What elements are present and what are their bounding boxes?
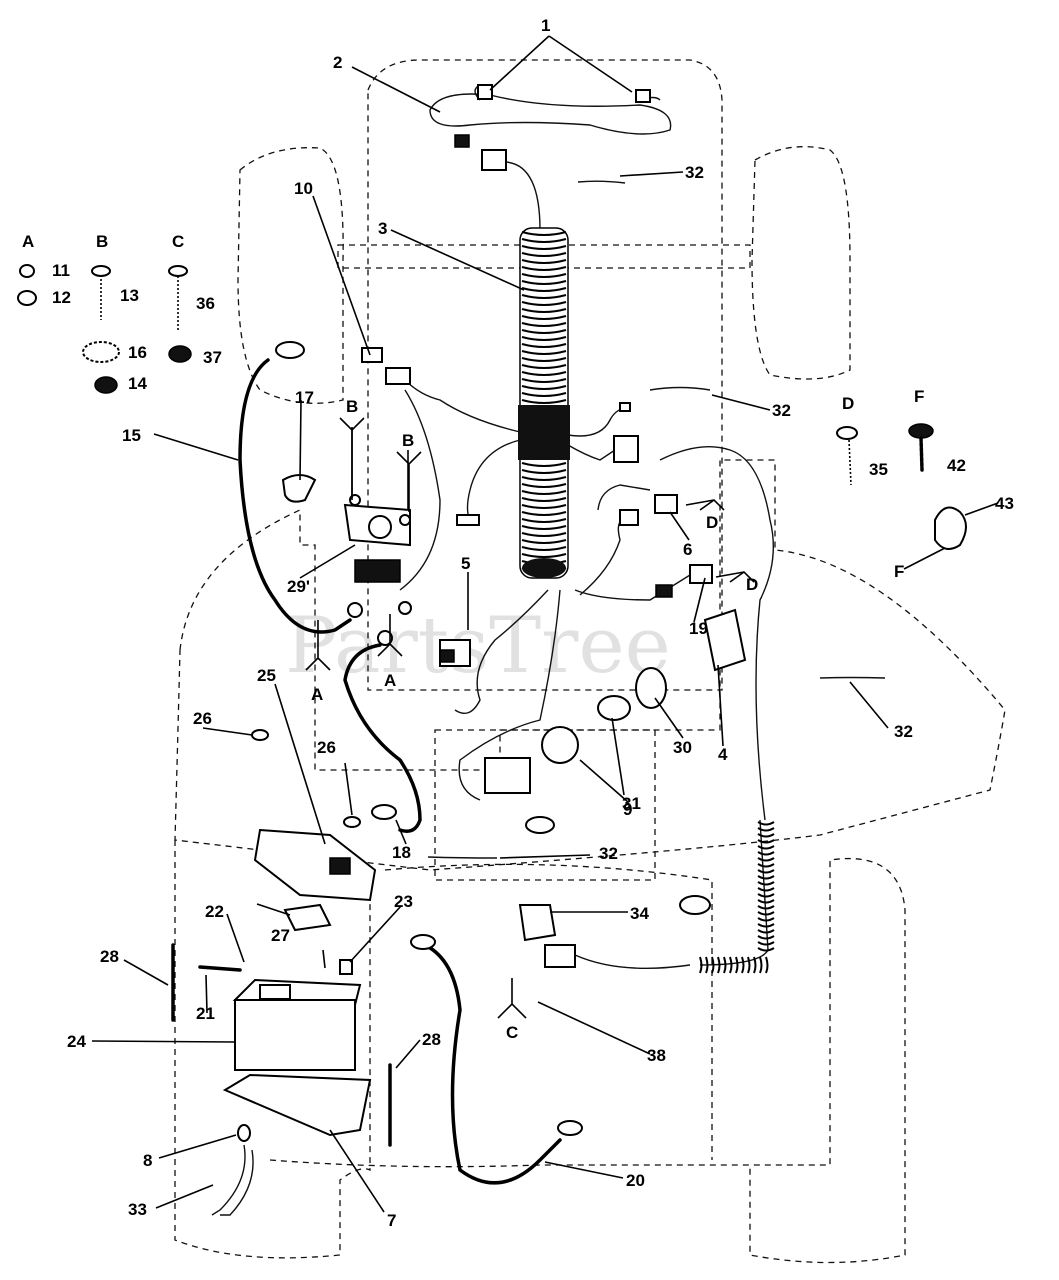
callout-9: 9 <box>623 800 632 819</box>
ref-f: F <box>894 562 904 581</box>
callout-34: 34 <box>630 904 649 923</box>
callout-31: 31 <box>622 794 641 813</box>
callout-11: 11 <box>52 261 70 280</box>
callout-43: 43 <box>995 494 1014 513</box>
callout-27: 27 <box>271 926 290 945</box>
callout-22: 22 <box>205 902 224 921</box>
ref-d-2: D <box>746 575 758 594</box>
callout-19: 19 <box>689 619 708 638</box>
callout-32-b: 32 <box>772 401 791 420</box>
group-label-d: D <box>842 394 854 413</box>
ref-b-2: B <box>402 431 414 450</box>
callout-21: 21 <box>196 1004 215 1023</box>
callout-32-a: 32 <box>685 163 704 182</box>
callout-4: 4 <box>718 745 728 764</box>
solenoid <box>281 347 412 646</box>
callout-28-b: 28 <box>422 1030 441 1049</box>
callout-36: 36 <box>196 294 215 313</box>
callout-29: 29' <box>287 577 310 596</box>
frame-outlines <box>174 59 1006 1264</box>
callout-5: 5 <box>461 554 470 573</box>
hardware <box>17 180 967 859</box>
callout-7: 7 <box>387 1211 396 1230</box>
callout-8: 8 <box>143 1151 152 1170</box>
harness-branches <box>399 379 774 821</box>
switches <box>439 402 747 970</box>
ref-c: C <box>506 1023 518 1042</box>
letter-symbols <box>305 417 755 1019</box>
upper-harness <box>429 84 672 231</box>
callout-26-b: 26 <box>317 738 336 757</box>
battery-cables <box>238 341 583 1185</box>
group-label-c: C <box>172 232 184 251</box>
group-label-f: F <box>914 387 924 406</box>
callout-42: 42 <box>947 456 966 475</box>
callout-32-c: 32 <box>894 722 913 741</box>
group-label-b: B <box>96 232 108 251</box>
coiled-harness <box>518 227 570 579</box>
callout-10: 10 <box>294 179 313 198</box>
callout-20: 20 <box>626 1171 645 1190</box>
callout-1: 1 <box>541 16 550 35</box>
ref-a-1: A <box>311 685 323 704</box>
callout-25: 25 <box>257 666 276 685</box>
callout-35: 35 <box>869 460 888 479</box>
ref-b-1: B <box>346 397 358 416</box>
ref-a-2: A <box>384 671 396 690</box>
callout-18: 18 <box>392 843 411 862</box>
callout-28-a: 28 <box>100 947 119 966</box>
callout-15: 15 <box>122 426 141 445</box>
callout-2: 2 <box>333 53 342 72</box>
callout-17: 17 <box>295 388 314 407</box>
callout-37: 37 <box>203 348 222 367</box>
callout-14: 14 <box>128 374 147 393</box>
lower-coil <box>699 819 775 974</box>
callout-labels: 1 2 3 4 5 6 7 8 9 10 11 12 13 14 15 16 1… <box>22 16 1014 1230</box>
callout-30: 30 <box>673 738 692 757</box>
callout-23: 23 <box>394 892 413 911</box>
callout-3: 3 <box>378 219 387 238</box>
callout-12: 12 <box>52 288 71 307</box>
callout-38: 38 <box>647 1046 666 1065</box>
callout-16: 16 <box>128 343 147 362</box>
callout-33: 33 <box>128 1200 147 1219</box>
battery-area <box>171 828 392 1216</box>
callout-24: 24 <box>67 1032 86 1051</box>
callout-26-a: 26 <box>193 709 212 728</box>
ref-d-1: D <box>706 513 718 532</box>
callout-32-d: 32 <box>599 844 618 863</box>
callout-6: 6 <box>683 540 692 559</box>
group-label-a: A <box>22 232 34 251</box>
callout-13: 13 <box>120 286 139 305</box>
